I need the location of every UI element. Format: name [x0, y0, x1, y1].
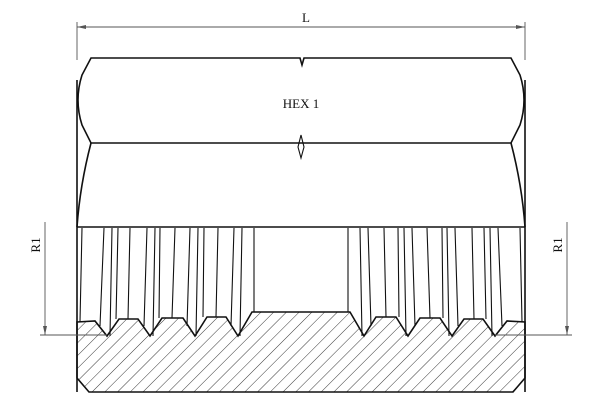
- length-label: L: [302, 10, 310, 25]
- length-dimension: L: [76, 10, 526, 60]
- thread-section: [76, 226, 526, 393]
- thread-left-label: R1: [28, 237, 43, 252]
- thread-dimension-left: R1: [28, 222, 107, 336]
- hex-body: HEX 1: [76, 57, 526, 392]
- thread-dimension-right: R1: [495, 222, 572, 336]
- thread-right-label: R1: [550, 237, 565, 252]
- hex-label: HEX 1: [283, 96, 319, 111]
